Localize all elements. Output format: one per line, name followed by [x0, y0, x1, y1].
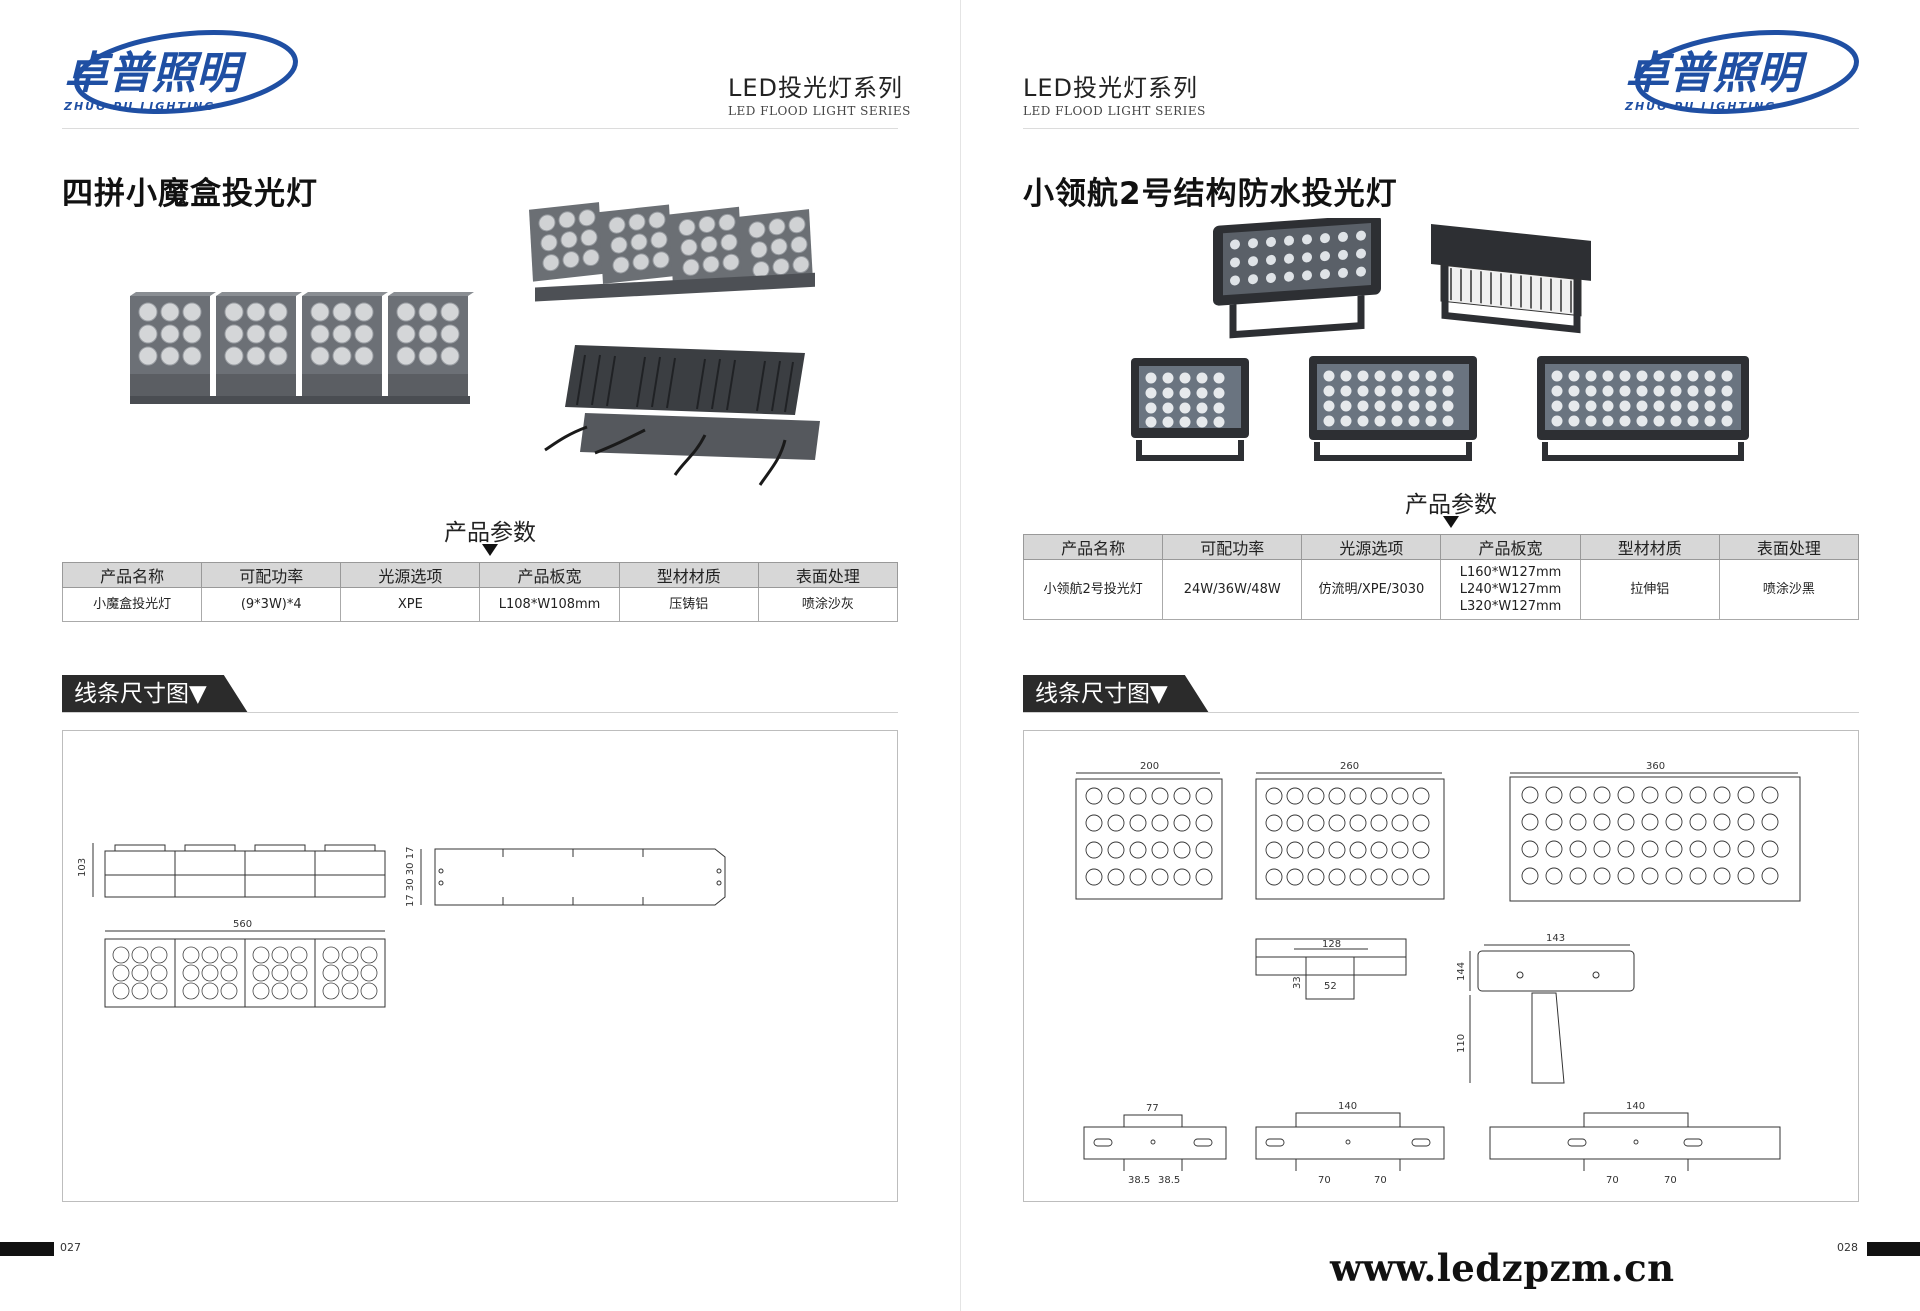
brand-logo: 卓普照明 ZHUO PU LIGHTING: [58, 26, 298, 126]
dim-profile-inner: 52: [1324, 981, 1337, 992]
dim-bracket-h1: 144: [1456, 962, 1467, 981]
dim-mount-a: 77: [1146, 1103, 1159, 1114]
spec-header: 表面处理: [757, 562, 899, 588]
dim-front-b: 260: [1340, 761, 1359, 772]
footer-bar: [0, 1242, 54, 1256]
dim-mount-c-right: 70: [1664, 1175, 1677, 1186]
page-number: 028: [1837, 1241, 1858, 1254]
dim-mount-b-left: 70: [1318, 1175, 1331, 1186]
spec-table-header-row: 产品名称 可配功率 光源选项 产品板宽 型材材质 表面处理: [1022, 534, 1860, 560]
dim-mount-a-right: 38.5: [1158, 1175, 1180, 1186]
section-label: 线条尺寸图▼: [1023, 675, 1209, 713]
spec-header: 型材材质: [1579, 534, 1720, 560]
page-number: 027: [60, 1241, 81, 1254]
spec-cell: 小领航2号投光灯: [1022, 559, 1164, 620]
right-page: LED投光灯系列 LED FLOOD LIGHT SERIES 卓普照明 ZHU…: [960, 0, 1920, 1311]
spec-table: 产品名称 可配功率 光源选项 产品板宽 型材材质 表面处理 小魔盒投光灯 (9*…: [61, 562, 899, 622]
series-header: LED投光灯系列 LED FLOOD LIGHT SERIES: [1023, 68, 1206, 118]
section-rule: [62, 712, 898, 713]
spec-header: 产品板宽: [1440, 534, 1581, 560]
spec-table-header-row: 产品名称 可配功率 光源选项 产品板宽 型材材质 表面处理: [61, 562, 899, 588]
header-divider: [62, 128, 898, 129]
spec-cell-line: L240*W127mm: [1459, 582, 1562, 597]
spec-table-row: 小领航2号投光灯 24W/36W/48W 仿流明/XPE/3030 L160*W…: [1022, 559, 1860, 620]
series-title-cn: LED投光灯系列: [728, 74, 904, 102]
dim-mount-c: 140: [1626, 1101, 1645, 1112]
website-url[interactable]: www.ledzpzm.cn: [1330, 1246, 1675, 1290]
spec-cell: 喷涂沙灰: [757, 587, 899, 622]
brand-name-en: ZHUO PU LIGHTING: [1624, 100, 1776, 113]
footer-bar: [1867, 1242, 1920, 1256]
spec-cell: L160*W127mm L240*W127mm L320*W127mm: [1440, 559, 1581, 620]
section-rule: [1023, 712, 1859, 713]
spec-header: 可配功率: [201, 562, 342, 588]
dim-bracket-width: 143: [1546, 933, 1565, 944]
dim-front-a: 200: [1140, 761, 1159, 772]
product-photo-set: [1121, 218, 1841, 468]
spec-cell: 24W/36W/48W: [1162, 559, 1303, 620]
spec-cell: 拉伸铝: [1579, 559, 1720, 620]
spec-header: 光源选项: [1301, 534, 1442, 560]
spec-header: 可配功率: [1162, 534, 1303, 560]
section-band: 线条尺寸图▼: [1023, 675, 1859, 713]
spec-header: 型材材质: [618, 562, 759, 588]
brand-logo: 卓普照明 ZHUO PU LIGHTING: [1619, 26, 1859, 126]
spec-table-row: 小魔盒投光灯 (9*3W)*4 XPE L108*W108mm 压铸铝 喷涂沙灰: [61, 587, 899, 622]
product-photo-front: [128, 288, 478, 408]
left-page: 卓普照明 ZHUO PU LIGHTING LED投光灯系列 LED FLOOD…: [0, 26, 911, 1256]
spec-cell: 小魔盒投光灯: [61, 587, 203, 622]
product-title: 四拼小魔盒投光灯: [62, 176, 318, 212]
section-band: 线条尺寸图▼: [62, 675, 898, 713]
params-label: 产品参数: [1405, 492, 1497, 518]
spec-cell: L108*W108mm: [479, 587, 620, 622]
spec-header: 产品名称: [61, 562, 203, 588]
dim-mount-a-left: 38.5: [1128, 1175, 1150, 1186]
dim-side-label: 17 30 30 17: [405, 847, 416, 907]
dimension-drawing-box: 200 260 360 128 52 33 143 144 110 77 140…: [1023, 730, 1859, 1202]
spec-cell: XPE: [340, 587, 481, 622]
spec-cell-line: L160*W127mm: [1459, 565, 1562, 580]
params-label: 产品参数: [444, 520, 536, 546]
section-label: 线条尺寸图▼: [62, 675, 248, 713]
spec-header: 产品名称: [1022, 534, 1164, 560]
dim-height-label: 103: [77, 858, 88, 877]
series-title-en: LED FLOOD LIGHT SERIES: [1023, 104, 1206, 118]
dim-bracket-h2: 110: [1456, 1034, 1467, 1053]
dim-mount-c-left: 70: [1606, 1175, 1619, 1186]
series-title-en: LED FLOOD LIGHT SERIES: [728, 104, 911, 118]
brand-name-cn: 卓普照明: [64, 48, 247, 99]
dimension-drawing-box: 103 17 30 30 17 560: [62, 730, 898, 1202]
series-title-cn: LED投光灯系列: [1023, 74, 1199, 102]
dim-profile-h: 33: [1292, 976, 1303, 989]
spec-cell-line: L320*W127mm: [1459, 599, 1562, 614]
spec-header: 表面处理: [1718, 534, 1860, 560]
brand-name-en: ZHUO PU LIGHTING: [63, 100, 215, 113]
dim-width-label: 560: [233, 919, 252, 930]
spec-cell: 仿流明/XPE/3030: [1301, 559, 1442, 620]
brand-name-cn: 卓普照明: [1625, 48, 1808, 99]
dim-mount-b: 140: [1338, 1101, 1357, 1112]
params-arrow-icon: [482, 544, 498, 556]
spec-header: 光源选项: [340, 562, 481, 588]
dim-profile-width: 128: [1322, 939, 1341, 950]
product-photo-tilted: [525, 200, 835, 500]
spec-cell: 压铸铝: [618, 587, 759, 622]
product-title: 小领航2号结构防水投光灯: [1023, 176, 1398, 212]
dim-front-c: 360: [1646, 761, 1665, 772]
header-divider: [1023, 128, 1859, 129]
spec-cell: 喷涂沙黑: [1718, 559, 1860, 620]
dim-mount-b-right: 70: [1374, 1175, 1387, 1186]
spec-cell: (9*3W)*4: [201, 587, 342, 622]
params-arrow-icon: [1443, 516, 1459, 528]
spec-table: 产品名称 可配功率 光源选项 产品板宽 型材材质 表面处理 小领航2号投光灯 2…: [1022, 534, 1860, 620]
spec-header: 产品板宽: [479, 562, 620, 588]
series-header: LED投光灯系列 LED FLOOD LIGHT SERIES: [728, 68, 911, 118]
